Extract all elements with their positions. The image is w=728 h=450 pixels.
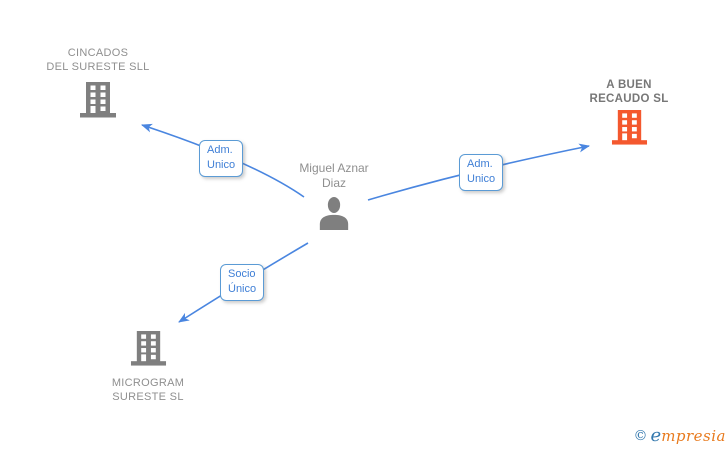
edge-label-line2: Único: [228, 283, 257, 295]
company-name-line1: A BUEN: [606, 79, 652, 91]
edge-label-socio-unico-microgram[interactable]: Socio Único: [220, 264, 265, 301]
person-name-line2: Diaz: [321, 176, 346, 190]
brand-rest: mpresia: [661, 427, 726, 445]
company-name-cincados: CINCADOS DEL SURESTE SLL: [46, 46, 149, 74]
company-name-line1: MICROGRAM: [111, 377, 185, 389]
edge-label-line1: Adm.: [467, 158, 493, 170]
node-cincados-del-sureste-sll[interactable]: CINCADOS DEL SURESTE SLL: [8, 46, 188, 120]
person-name-line1: Miguel Aznar: [299, 161, 369, 175]
person-icon[interactable]: [317, 196, 351, 230]
edge-label-line2: Unico: [207, 159, 236, 171]
company-name-line2: RECAUDO SL: [589, 93, 669, 105]
brand-first-letter: e: [650, 425, 662, 446]
edge-label-line1: Socio: [228, 268, 256, 280]
node-miguel-aznar-diaz[interactable]: Miguel Aznar Diaz: [264, 161, 404, 230]
node-microgram-sureste-sl[interactable]: MICROGRAM SURESTE SL: [78, 331, 218, 404]
company-name-abuen: A BUEN RECAUDO SL: [589, 78, 668, 106]
edge-label-line2: Unico: [467, 173, 496, 185]
person-name: Miguel Aznar Diaz: [299, 161, 368, 191]
building-icon[interactable]: [611, 110, 648, 147]
company-name-microgram: MICROGRAM SURESTE SL: [112, 376, 184, 404]
company-name-line1: CINCADOS: [67, 47, 129, 59]
company-name-line2: SURESTE SL: [112, 391, 184, 403]
building-icon[interactable]: [130, 331, 167, 368]
building-icon[interactable]: [79, 82, 117, 120]
edge-label-line1: Adm.: [207, 144, 233, 156]
company-name-line2: DEL SURESTE SLL: [46, 61, 150, 73]
copyright-icon: ©: [633, 428, 648, 444]
empresia-logo[interactable]: ©empresia: [634, 425, 726, 446]
edge-label-adm-unico-abuen[interactable]: Adm. Unico: [459, 154, 504, 191]
edge-label-adm-unico-cincados[interactable]: Adm. Unico: [199, 140, 244, 177]
node-a-buen-recaudo-sl[interactable]: A BUEN RECAUDO SL: [554, 78, 704, 147]
